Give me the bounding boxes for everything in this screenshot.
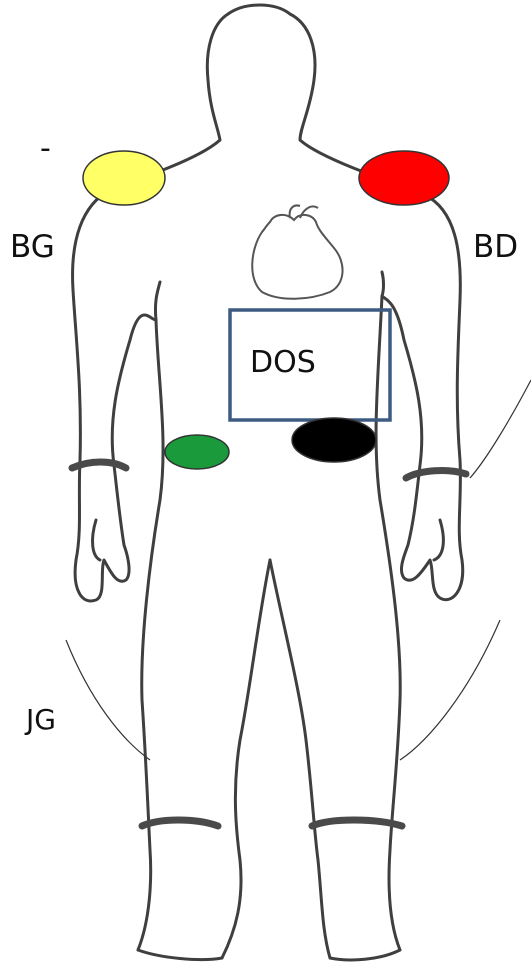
heart-sketch xyxy=(252,206,342,299)
inner-leg-right xyxy=(270,560,330,958)
minus-label: - xyxy=(40,134,51,164)
arm-line-left xyxy=(155,282,160,320)
ankle-band-right xyxy=(312,820,402,826)
wrist-band-left xyxy=(72,462,126,468)
head-outline xyxy=(228,5,290,14)
bg-label: BG xyxy=(10,232,55,263)
electrode-left-shoulder xyxy=(83,151,165,205)
electrode-left-hip xyxy=(165,435,229,469)
jg-label: JG xyxy=(26,706,56,734)
cable-right-top xyxy=(470,380,531,478)
human-body-outline xyxy=(73,5,463,960)
cable-left xyxy=(66,640,150,760)
arm-line-right xyxy=(382,272,384,296)
foot-left xyxy=(138,950,222,960)
body-outline-left xyxy=(73,14,228,950)
dos-label: DOS xyxy=(250,348,316,378)
bd-label: BD xyxy=(473,232,518,263)
ankle-band-left xyxy=(142,820,218,826)
inner-leg-left xyxy=(222,560,270,958)
thumb-right xyxy=(434,520,443,560)
foot-right xyxy=(330,950,400,960)
ankle-bands xyxy=(142,820,402,826)
electrode-right-shoulder xyxy=(359,151,449,205)
heart-outline xyxy=(252,215,342,299)
wrist-bands xyxy=(72,462,466,478)
cable-right xyxy=(400,620,500,760)
wrist-band-right xyxy=(406,471,466,478)
electrode-right-hip xyxy=(292,418,376,462)
thumb-left xyxy=(93,520,100,560)
body-outline-right xyxy=(290,14,463,950)
